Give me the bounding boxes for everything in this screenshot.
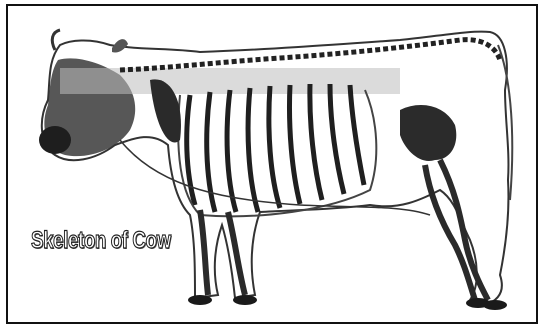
front-legs	[200, 210, 245, 295]
cow-muzzle	[39, 126, 71, 154]
diagram-caption: Skeleton of Cow	[31, 227, 171, 255]
cow-pelvis	[400, 105, 456, 161]
cow-tail	[498, 45, 512, 200]
hooves	[188, 295, 507, 310]
hind-legs	[425, 160, 488, 300]
cow-ear	[112, 39, 128, 52]
cow-spine	[120, 40, 500, 70]
